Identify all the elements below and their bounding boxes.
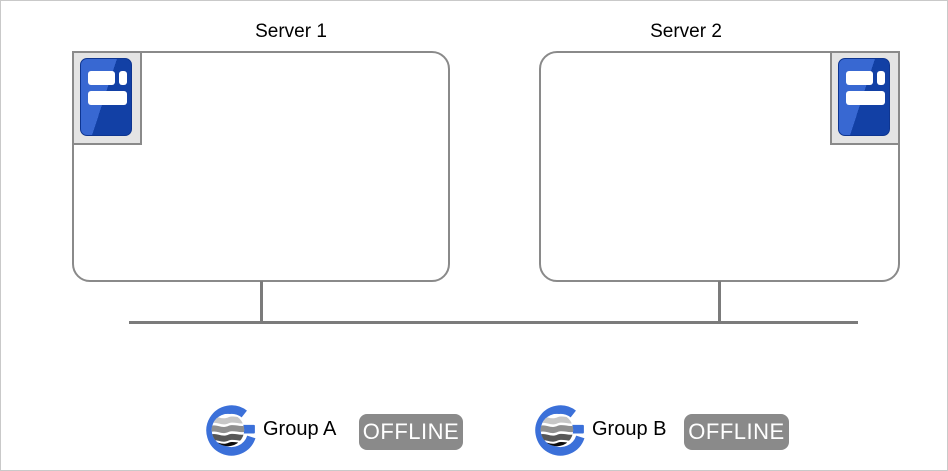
status-badge: OFFLINE [359,414,463,450]
group-globe-g-icon [206,405,256,456]
server-title: Server 1 [255,21,327,42]
server-icon [72,51,142,145]
server-unit-icon [838,58,890,136]
group-globe-g-icon [535,405,585,456]
group-label: Group A [263,418,337,440]
status-badge: OFFLINE [684,414,789,450]
server2-connector-line [718,281,721,323]
server-unit-icon [80,58,132,136]
group-label: Group B [592,418,667,440]
server1-connector-line [260,281,263,323]
network-bus-line [129,321,858,324]
server-title: Server 2 [650,21,722,42]
server-icon [830,51,900,145]
